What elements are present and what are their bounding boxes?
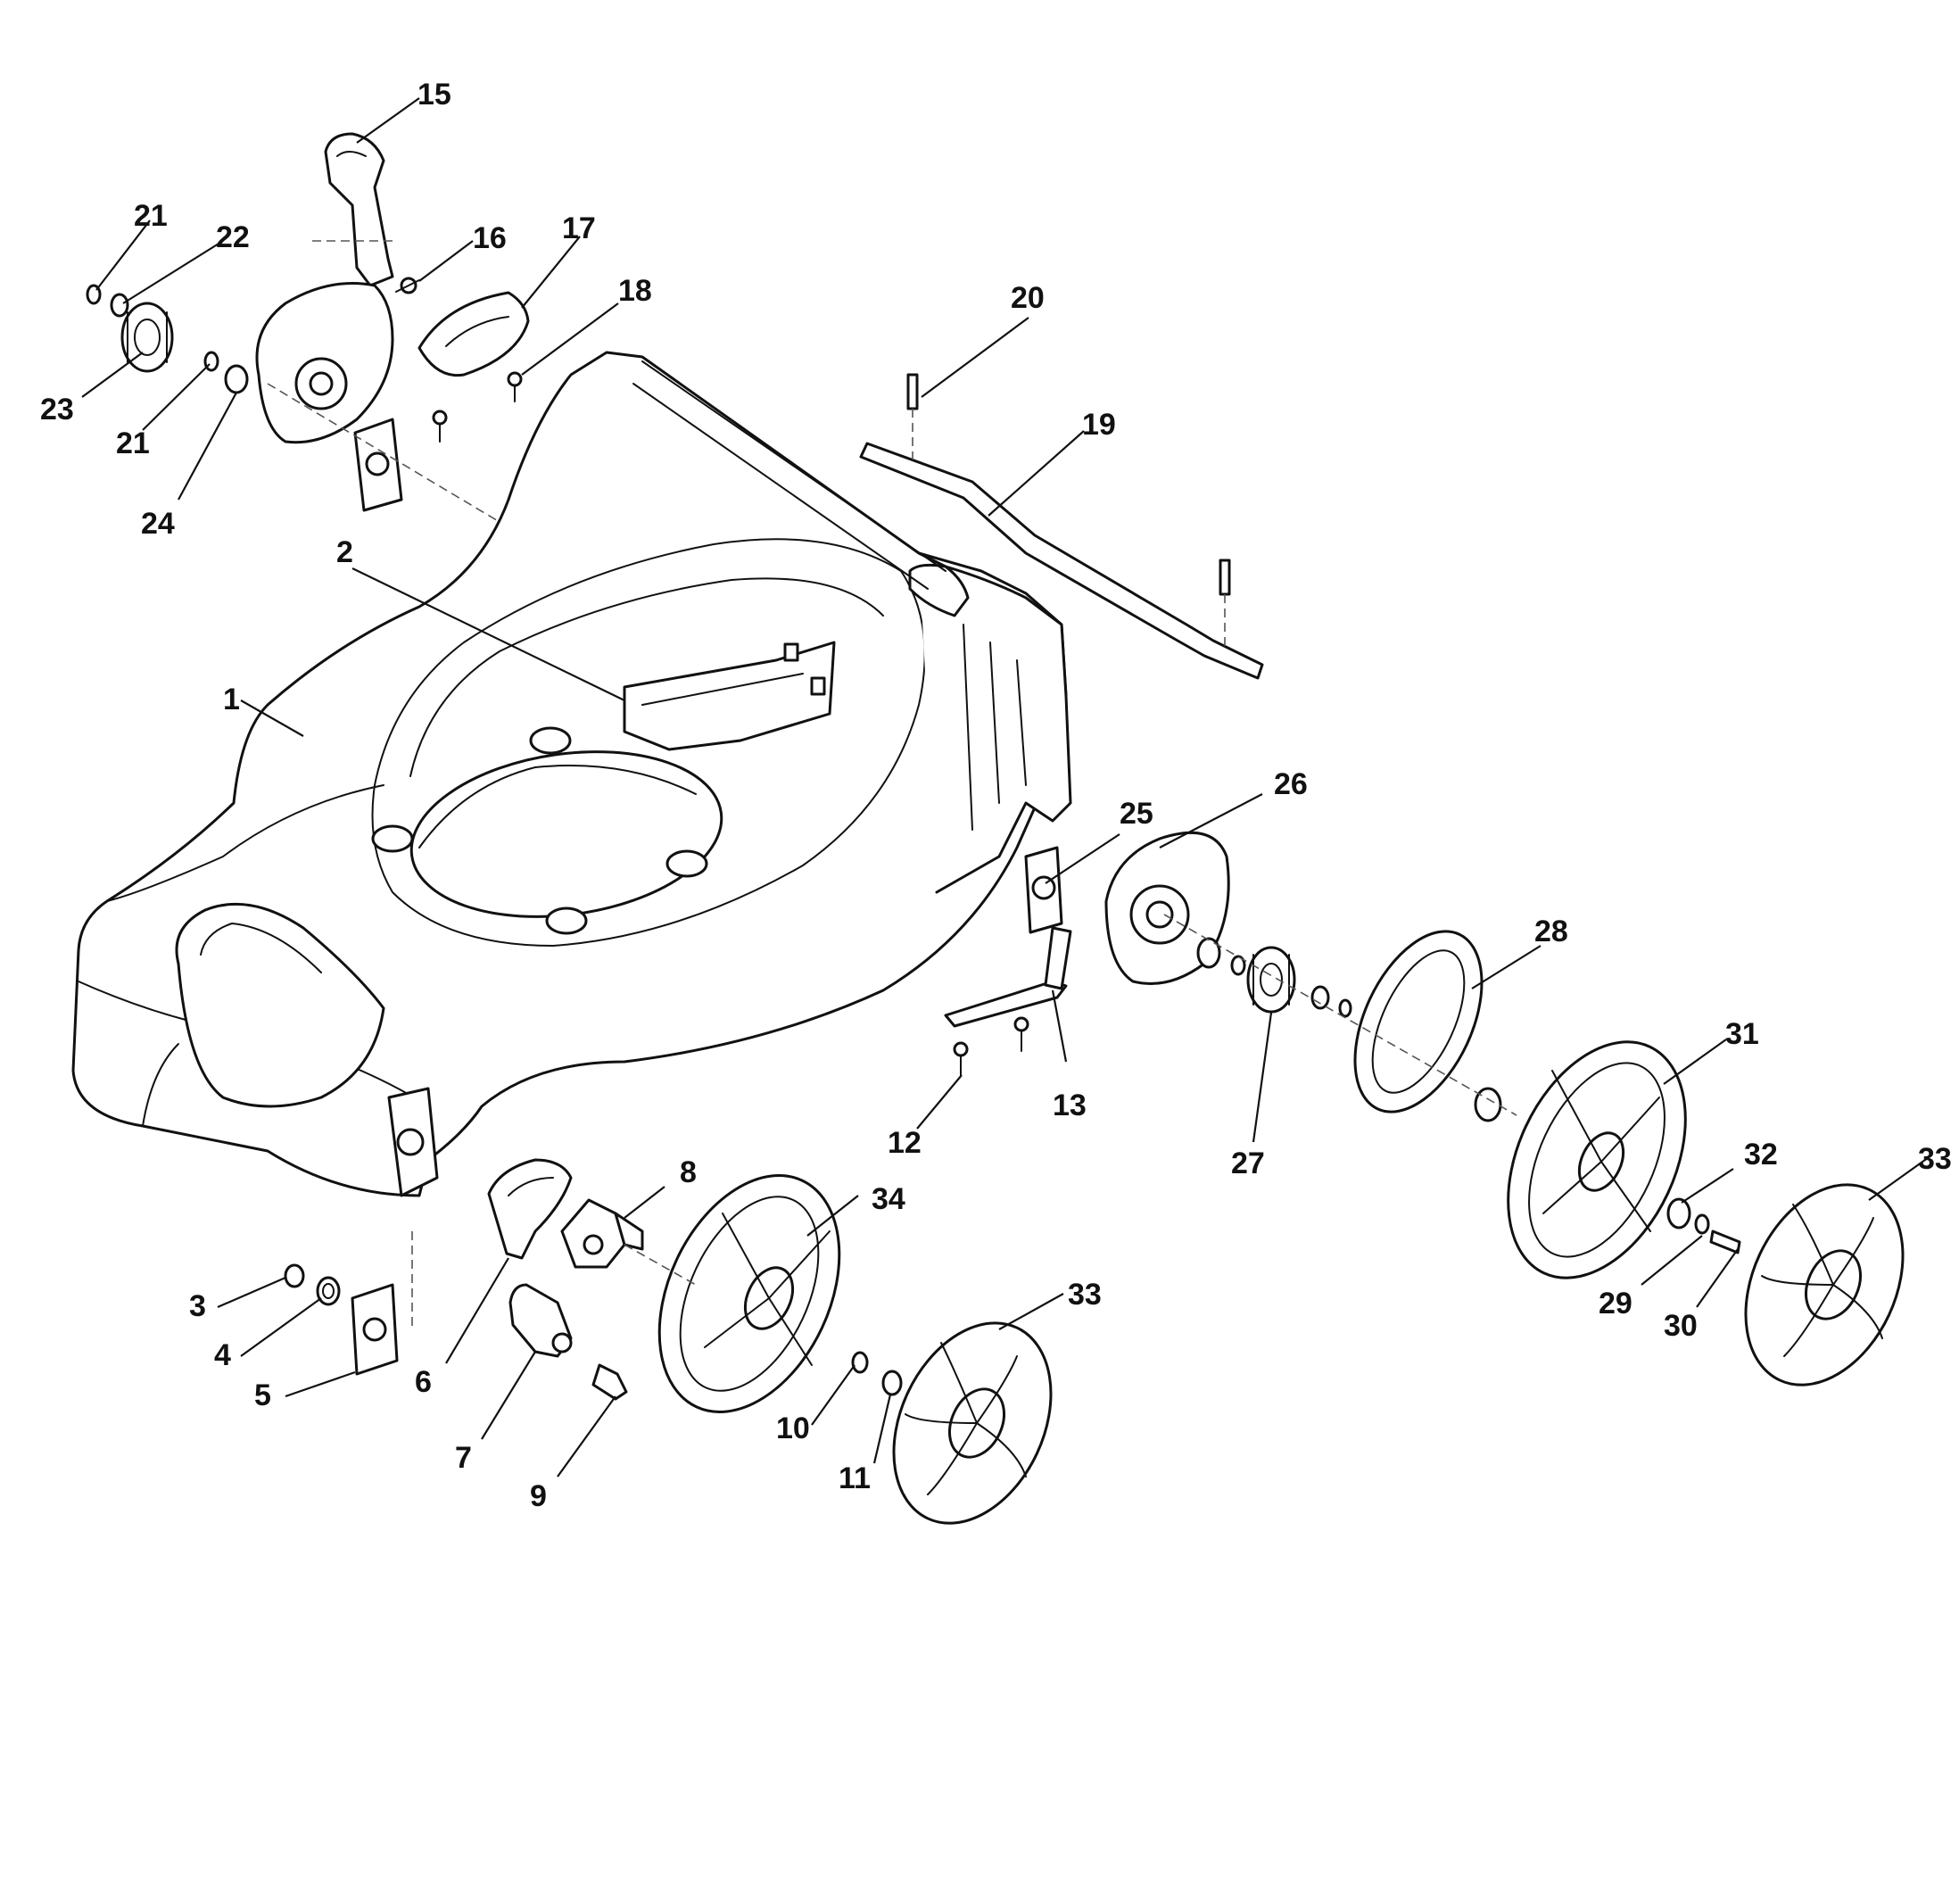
callout-6: 6 xyxy=(415,1365,432,1399)
callout-34: 34 xyxy=(872,1182,905,1216)
callout-32: 32 xyxy=(1744,1138,1778,1171)
mower-deck xyxy=(71,351,1072,1197)
callout-11: 11 xyxy=(839,1461,871,1495)
callout-29: 29 xyxy=(1599,1287,1632,1320)
callout-labels: 15 16 17 18 21 22 23 21 24 20 19 2 1 26 … xyxy=(40,78,1952,1513)
callout-16: 16 xyxy=(473,221,507,255)
callout-18: 18 xyxy=(618,274,652,308)
callout-8: 8 xyxy=(680,1155,697,1189)
callout-1: 1 xyxy=(223,683,240,716)
rear-wheel-assembly xyxy=(944,831,1905,1387)
callout-19: 19 xyxy=(1082,408,1116,442)
mulch-plate xyxy=(623,641,836,751)
callout-3: 3 xyxy=(189,1289,206,1323)
callout-31: 31 xyxy=(1725,1017,1759,1051)
callout-33-front: 33 xyxy=(1068,1278,1102,1312)
callout-22: 22 xyxy=(216,220,250,254)
height-lever-assembly xyxy=(86,132,530,523)
callout-27: 27 xyxy=(1231,1147,1265,1180)
callout-21-bottom: 21 xyxy=(116,426,150,460)
callout-7: 7 xyxy=(455,1441,472,1475)
callout-10: 10 xyxy=(776,1411,810,1445)
callout-25: 25 xyxy=(1120,797,1153,831)
callout-28: 28 xyxy=(1534,915,1568,948)
callout-24: 24 xyxy=(141,507,175,541)
rear-axle xyxy=(859,373,1264,680)
callout-2: 2 xyxy=(336,535,353,569)
callout-9: 9 xyxy=(530,1479,547,1513)
callout-33-rear: 33 xyxy=(1918,1142,1952,1176)
callout-23: 23 xyxy=(40,393,74,426)
callout-12: 12 xyxy=(888,1126,922,1160)
callout-4: 4 xyxy=(214,1338,231,1372)
callout-30: 30 xyxy=(1664,1309,1698,1343)
callout-26: 26 xyxy=(1274,767,1308,801)
callout-17: 17 xyxy=(562,211,596,245)
callout-20: 20 xyxy=(1011,281,1045,315)
callout-15: 15 xyxy=(417,78,451,112)
leader-lines xyxy=(81,97,1932,1478)
front-wheel-assembly xyxy=(284,1158,1053,1525)
callout-5: 5 xyxy=(254,1378,271,1412)
callout-21-top: 21 xyxy=(134,199,168,233)
callout-13: 13 xyxy=(1053,1089,1087,1122)
